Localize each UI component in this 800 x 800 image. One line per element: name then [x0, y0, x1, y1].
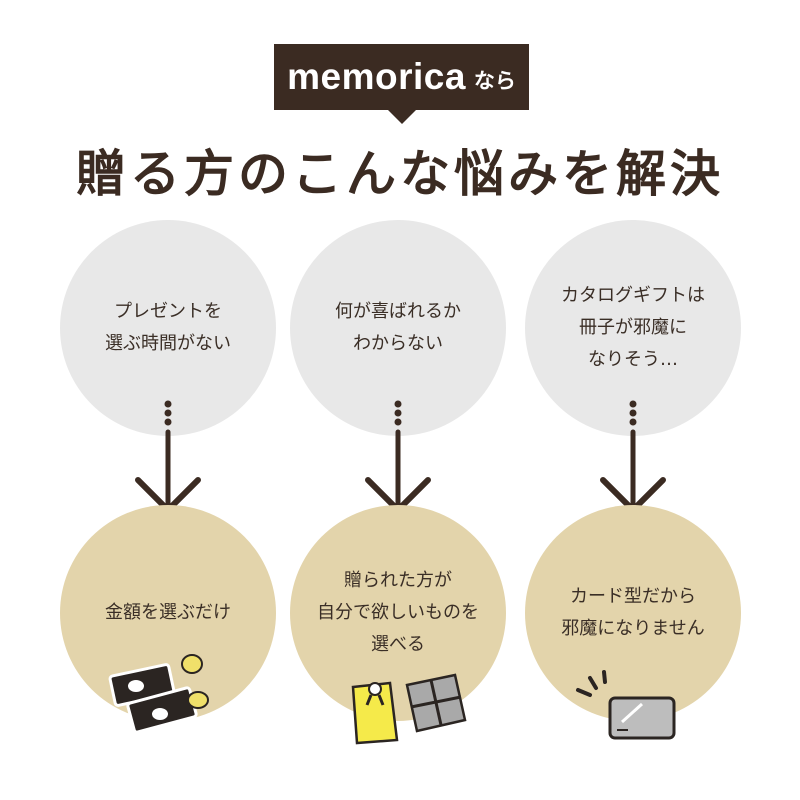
problem-text-1: プレゼントを 選ぶ時間がない	[105, 301, 231, 354]
solution-text-3: カード型だから 邪魔になりません	[561, 586, 705, 639]
gift-boxes-icon	[351, 673, 467, 745]
headline: 贈る方のこんな悩みを解決	[76, 144, 724, 203]
problem-text-2: 何が喜ばれるか わからない	[335, 301, 461, 354]
problem-text-3: カタログギフトは 冊子が邪魔に なりそう…	[561, 285, 705, 370]
brand-suffix: なら	[473, 69, 516, 93]
solution-circle-2: 贈られた方が 自分で欲しいものを 選べる	[290, 505, 506, 721]
money-bills-coins-icon	[108, 654, 209, 734]
memorica-badge: memorica なら	[274, 44, 529, 124]
down-arrow-icon	[365, 400, 431, 513]
problem-circle-2: 何が喜ばれるか わからない	[290, 220, 506, 436]
problem-circle-1: プレゼントを 選ぶ時間がない	[60, 220, 276, 436]
card-icon	[576, 670, 676, 740]
solution-circle-3: カード型だから 邪魔になりません	[525, 505, 741, 721]
solution-text-2: 贈られた方が 自分で欲しいものを 選べる	[317, 570, 479, 655]
solution-text-1: 金額を選ぶだけ	[105, 602, 231, 623]
problem-circle-3: カタログギフトは 冊子が邪魔に なりそう…	[525, 220, 741, 436]
down-arrow-icon	[600, 400, 666, 513]
down-arrow-icon	[135, 400, 201, 513]
brand-name: memorica	[287, 56, 466, 97]
